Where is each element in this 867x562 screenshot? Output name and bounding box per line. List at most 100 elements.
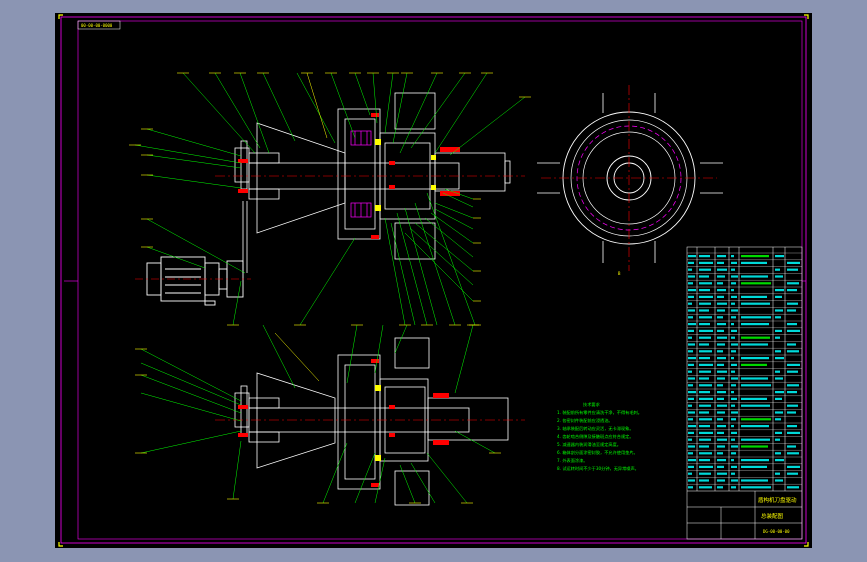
parts-list-cell-mark bbox=[717, 295, 724, 298]
top-view-bolts bbox=[238, 113, 460, 239]
parts-list-cell-mark bbox=[717, 425, 726, 428]
notes-heading: 技术要求 bbox=[583, 401, 601, 408]
parts-list-cell-mark bbox=[775, 397, 782, 400]
parts-list-cell-mark bbox=[688, 479, 695, 482]
parts-list-cell-mark bbox=[688, 261, 694, 264]
balloon-stubs bbox=[129, 72, 531, 504]
parts-list-cell-mark bbox=[787, 452, 799, 455]
parts-list-cell-mark bbox=[699, 295, 713, 298]
parts-list-cell-mark bbox=[717, 404, 727, 407]
parts-list-cell-mark bbox=[717, 275, 725, 278]
parts-list-cell-mark bbox=[717, 309, 725, 312]
parts-list-cell-mark bbox=[731, 445, 738, 448]
parts-list-cell-mark bbox=[699, 323, 710, 326]
parts-list-cell-mark bbox=[741, 445, 768, 448]
parts-list-cell-mark bbox=[787, 465, 800, 468]
parts-list-cell-mark bbox=[787, 363, 800, 366]
parts-list-cell-mark bbox=[731, 295, 737, 298]
parts-list-cell-mark bbox=[699, 282, 712, 285]
parts-list-cell-mark bbox=[775, 418, 781, 421]
parts-list-cell-mark bbox=[775, 472, 780, 475]
parts-list-cell-mark bbox=[775, 438, 780, 441]
parts-list-cell-mark bbox=[688, 282, 693, 285]
parts-list-cell-mark bbox=[741, 438, 770, 441]
parts-list-cell-mark bbox=[688, 431, 694, 434]
parts-list-cell-mark bbox=[699, 268, 711, 271]
parts-list-cell-mark bbox=[717, 411, 725, 414]
title-block bbox=[687, 490, 802, 539]
parts-list-cell-mark bbox=[741, 418, 771, 421]
parts-list-cell-mark bbox=[717, 261, 724, 264]
parts-list-cell-mark bbox=[699, 255, 710, 258]
outer-frame bbox=[60, 16, 807, 544]
parts-list-cell-mark bbox=[699, 411, 709, 414]
parts-list-cell-mark bbox=[717, 329, 724, 332]
parts-list-cell-mark bbox=[741, 404, 770, 407]
parts-list-cell-mark bbox=[717, 343, 725, 346]
parts-list-cell-mark bbox=[688, 377, 695, 380]
title-block-subtitle: 总装配图 bbox=[761, 512, 784, 520]
top-section-view bbox=[234, 92, 511, 273]
parts-list-cell-mark bbox=[731, 397, 737, 400]
parts-list-cell-mark bbox=[731, 377, 738, 380]
parts-list-cell-mark bbox=[717, 438, 727, 441]
parts-list-cell-mark bbox=[787, 261, 800, 264]
parts-list-cell-mark bbox=[731, 411, 738, 414]
parts-list-cell-mark bbox=[717, 445, 725, 448]
viewport-corner-marks bbox=[58, 14, 809, 547]
parts-list-cell-mark bbox=[775, 316, 781, 319]
parts-list-cell-mark bbox=[741, 261, 767, 264]
parts-list-cell-mark bbox=[741, 255, 769, 258]
parts-list-cell-mark bbox=[731, 425, 734, 428]
parts-list-cell-mark bbox=[741, 397, 767, 400]
top-view-bearings bbox=[375, 139, 436, 211]
end-view bbox=[537, 85, 723, 271]
parts-list-cell-mark bbox=[688, 486, 693, 489]
parts-list-cell-mark bbox=[717, 452, 723, 455]
parts-list-cell-mark bbox=[688, 302, 692, 305]
cad-viewport[interactable]: 00-00-00-0000 bbox=[55, 13, 812, 548]
title-block-title: 盾构机刀盘驱动 bbox=[758, 496, 797, 504]
parts-list-cell-mark bbox=[775, 309, 783, 312]
parts-list-cell-mark bbox=[731, 486, 736, 489]
parts-list-cell-mark bbox=[741, 465, 767, 468]
parts-list-cell-mark bbox=[787, 329, 800, 332]
parts-list-cell-mark bbox=[731, 459, 734, 462]
parts-list-cell-mark bbox=[699, 377, 709, 380]
parts-list-cell-mark bbox=[775, 391, 784, 394]
parts-list-cell-mark bbox=[741, 275, 768, 278]
parts-list-cell-mark bbox=[717, 350, 723, 353]
parts-list-cell-mark bbox=[699, 404, 711, 407]
parts-list-cell-mark bbox=[741, 479, 768, 482]
parts-list-cell-mark bbox=[741, 357, 769, 360]
top-view-details bbox=[350, 130, 372, 218]
parts-list-cell-mark bbox=[688, 357, 696, 360]
parts-list-cell-mark bbox=[775, 459, 784, 462]
note-line: 6. 箱体剖分面涂密封胶，不允许使用垫片。 bbox=[557, 449, 638, 456]
parts-list-cell-mark bbox=[741, 425, 769, 428]
parts-list-cell-mark bbox=[688, 363, 694, 366]
parts-list-cell-mark bbox=[717, 316, 723, 319]
parts-list-cell-mark bbox=[717, 479, 725, 482]
parts-list-cell-mark bbox=[731, 282, 736, 285]
technical-notes: 技术要求 1. 装配前所有零件应清洗干净，不得有毛刺。 2. 各密封件装配前应浸… bbox=[557, 401, 642, 472]
parts-list-cell-mark bbox=[731, 431, 737, 434]
parts-list-cell-mark bbox=[699, 261, 713, 264]
parts-list-cell-mark bbox=[787, 445, 796, 448]
note-line: 2. 各密封件装配前应浸透油。 bbox=[557, 417, 613, 424]
parts-list-cell-mark bbox=[731, 275, 738, 278]
parts-list-cell-mark bbox=[699, 343, 709, 346]
parts-list-cell-mark bbox=[717, 302, 727, 305]
parts-list-cell-mark bbox=[741, 384, 771, 387]
leader-lines bbox=[134, 72, 526, 504]
parts-list-cell-mark bbox=[688, 397, 694, 400]
parts-list-cell-mark bbox=[787, 323, 797, 326]
parts-list-cell-mark bbox=[688, 275, 695, 278]
parts-list-cell-mark bbox=[741, 459, 769, 462]
parts-list-cell-mark bbox=[717, 268, 727, 271]
bottom-view-bolts bbox=[238, 359, 449, 487]
sheet-number: 00-00-00-0000 bbox=[81, 23, 113, 28]
parts-list-cell-mark bbox=[688, 295, 694, 298]
parts-list-rows bbox=[687, 252, 802, 485]
parts-list-cell-mark bbox=[699, 391, 710, 394]
